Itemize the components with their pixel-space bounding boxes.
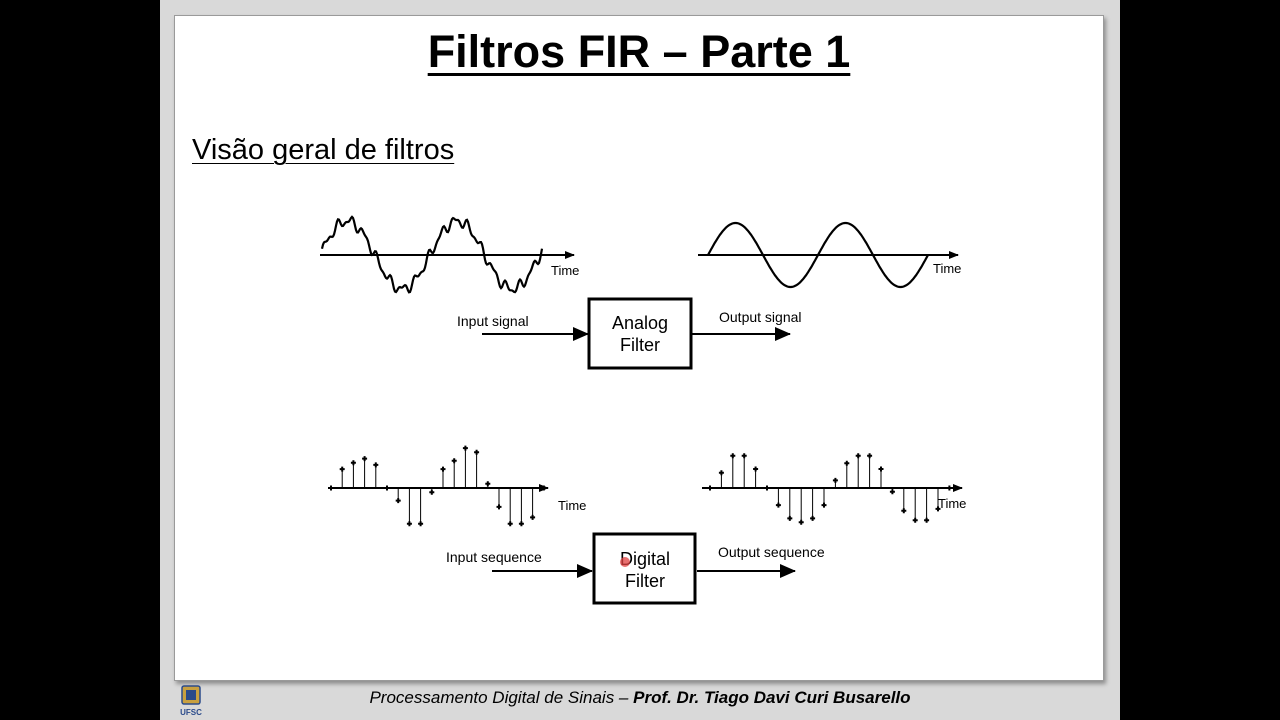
footer-credits: Processamento Digital de Sinais – Prof. … bbox=[160, 688, 1120, 708]
digital-filter-box-line1: Digital bbox=[620, 549, 670, 569]
digital-output-sample-point bbox=[924, 517, 930, 523]
digital-output-sample-point bbox=[764, 485, 770, 491]
digital-input-sample-point bbox=[518, 521, 524, 527]
cursor-pointer-dot bbox=[620, 557, 630, 567]
digital-input-axis-label: Time bbox=[558, 498, 586, 513]
slide-subtitle: Visão geral de filtros bbox=[192, 134, 455, 166]
digital-output-sample-point bbox=[889, 489, 895, 495]
digital-input-sample-point bbox=[440, 466, 446, 472]
digital-input-sample-point bbox=[339, 466, 345, 472]
analog-output-label: Output signal bbox=[719, 309, 802, 325]
digital-output-sample-point bbox=[798, 519, 804, 525]
digital-input-sample-point bbox=[541, 485, 547, 491]
digital-output-sample-point bbox=[878, 466, 884, 472]
svg-text:UFSC: UFSC bbox=[180, 708, 202, 717]
digital-output-sample-point bbox=[741, 453, 747, 459]
digital-output-sample-point bbox=[753, 466, 759, 472]
ufsc-logo: UFSC bbox=[180, 685, 202, 717]
analog-filter-box bbox=[587, 297, 693, 370]
digital-output-sample-point bbox=[775, 502, 781, 508]
digital-filter-box bbox=[592, 532, 697, 605]
digital-output-plot: Time bbox=[702, 453, 966, 525]
digital-output-sample-point bbox=[810, 515, 816, 521]
digital-output-sample-point bbox=[707, 485, 713, 491]
analog-input-label: Input signal bbox=[457, 313, 529, 329]
digital-input-sample-point bbox=[373, 462, 379, 468]
analog-output-axis-label: Time bbox=[933, 261, 961, 276]
digital-output-sample-point bbox=[946, 485, 952, 491]
digital-input-sample-point bbox=[418, 521, 424, 527]
digital-output-sample-point bbox=[832, 477, 838, 483]
digital-output-sample-point bbox=[935, 506, 941, 512]
analog-filter-box-line1: Analog bbox=[612, 313, 668, 333]
digital-input-sample-point bbox=[451, 458, 457, 464]
digital-input-sample-point bbox=[362, 456, 368, 462]
slide-title: Filtros FIR – Parte 1 bbox=[427, 26, 851, 77]
analog-input-noisy-wave bbox=[320, 215, 544, 294]
analog-output-sine-wave bbox=[707, 221, 929, 289]
footer-course: Processamento Digital de Sinais – bbox=[369, 688, 634, 707]
digital-output-sample-point bbox=[787, 515, 793, 521]
digital-input-sample-point bbox=[462, 445, 468, 451]
digital-input-sample-point bbox=[474, 449, 480, 455]
digital-filter-box-line2: Filter bbox=[625, 571, 665, 591]
digital-input-sample-point bbox=[496, 504, 502, 510]
digital-input-label: Input sequence bbox=[446, 549, 542, 565]
digital-input-sample-point bbox=[507, 521, 513, 527]
digital-output-sample-point bbox=[901, 508, 907, 514]
digital-input-sample-point bbox=[485, 481, 491, 487]
digital-input-sample-point bbox=[429, 489, 435, 495]
footer-author: Prof. Dr. Tiago Davi Curi Busarello bbox=[633, 688, 911, 707]
digital-output-sample-point bbox=[844, 460, 850, 466]
analog-input-axis-label: Time bbox=[551, 263, 579, 278]
digital-output-sample-point bbox=[718, 470, 724, 476]
analog-output-plot: Time bbox=[698, 221, 961, 289]
digital-output-sample-point bbox=[730, 453, 736, 459]
analog-input-plot: Time bbox=[320, 215, 579, 294]
digital-input-sample-point bbox=[406, 521, 412, 527]
digital-input-sample-point bbox=[395, 498, 401, 504]
digital-input-sample-point bbox=[350, 460, 356, 466]
digital-input-sample-point bbox=[384, 485, 390, 491]
digital-input-sample-point bbox=[530, 514, 536, 520]
digital-output-sample-point bbox=[867, 453, 873, 459]
digital-input-plot: Time bbox=[328, 445, 586, 527]
digital-output-sample-point bbox=[855, 453, 861, 459]
digital-output-label: Output sequence bbox=[718, 544, 825, 560]
analog-filter-box-line2: Filter bbox=[620, 335, 660, 355]
digital-output-sample-point bbox=[912, 517, 918, 523]
digital-output-axis-label: Time bbox=[938, 496, 966, 511]
digital-output-sample-point bbox=[821, 502, 827, 508]
digital-input-sample-point bbox=[328, 485, 334, 491]
